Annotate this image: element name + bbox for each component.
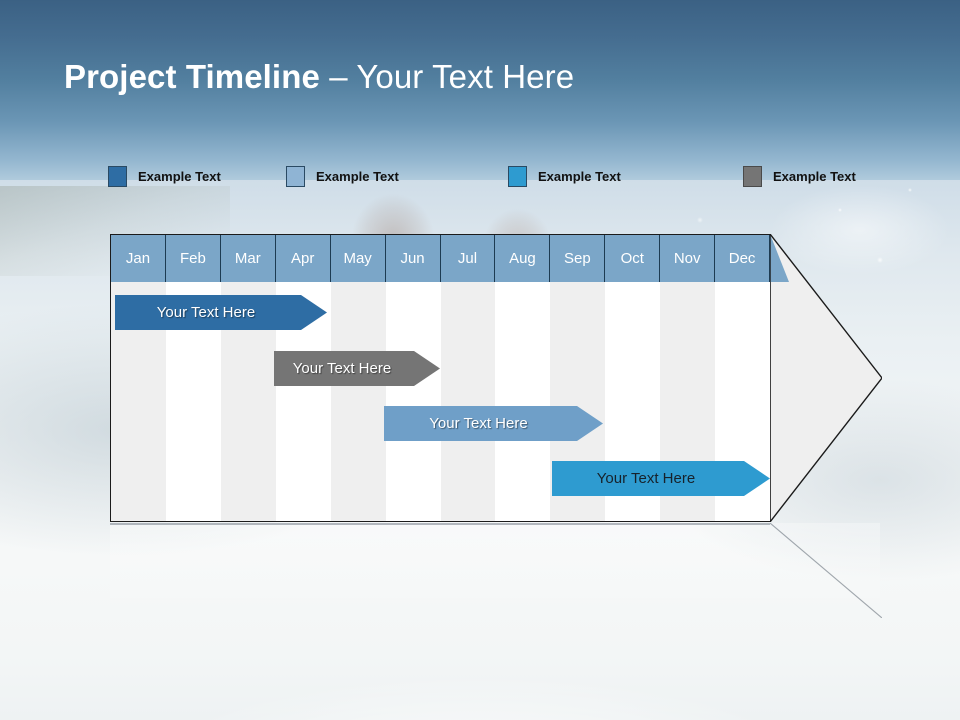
month-cell-apr[interactable]: Apr — [275, 235, 331, 282]
grid-column-aug — [495, 282, 551, 521]
page-title: Project Timeline – Your Text Here — [64, 58, 574, 96]
month-cell-jul[interactable]: Jul — [440, 235, 496, 282]
timeline-bar-label: Your Text Here — [156, 304, 256, 321]
legend-swatch-icon — [508, 166, 527, 187]
legend-label: Example Text — [138, 169, 221, 184]
timeline-bar-4[interactable]: Your Text Here — [552, 461, 770, 496]
grid-column-jun — [385, 282, 441, 521]
legend: Example Text Example Text Example Text E… — [108, 166, 856, 192]
legend-swatch-icon — [743, 166, 762, 187]
month-cell-oct[interactable]: Oct — [605, 235, 661, 282]
month-cell-jan[interactable]: Jan — [110, 235, 166, 282]
legend-item-gray[interactable]: Example Text — [743, 166, 856, 187]
timeline-bar-label: Your Text Here — [596, 470, 696, 487]
month-cell-jun[interactable]: Jun — [385, 235, 441, 282]
timeline-chart: Jan Feb Mar Apr May Jun Jul Aug Sep Oct … — [110, 234, 771, 522]
legend-item-dark-blue[interactable]: Example Text — [108, 166, 221, 187]
timeline-bar-3[interactable]: Your Text Here — [384, 406, 603, 441]
legend-item-bright-blue[interactable]: Example Text — [508, 166, 621, 187]
timeline-bar-label: Your Text Here — [429, 415, 528, 432]
month-cell-feb[interactable]: Feb — [165, 235, 221, 282]
month-cell-aug[interactable]: Aug — [495, 235, 551, 282]
legend-swatch-icon — [286, 166, 305, 187]
legend-label: Example Text — [773, 169, 856, 184]
grid-column-jul — [440, 282, 496, 521]
month-cell-may[interactable]: May — [330, 235, 386, 282]
month-cell-nov[interactable]: Nov — [660, 235, 716, 282]
timeline-bar-1[interactable]: Your Text Here — [115, 295, 327, 330]
legend-swatch-icon — [108, 166, 127, 187]
page-title-strong: Project Timeline — [64, 58, 320, 95]
legend-label: Example Text — [316, 169, 399, 184]
timeline-bar-label: Your Text Here — [292, 360, 392, 377]
timeline-bar-2[interactable]: Your Text Here — [274, 351, 440, 386]
month-cell-sep[interactable]: Sep — [550, 235, 606, 282]
timeline-month-header: Jan Feb Mar Apr May Jun Jul Aug Sep Oct … — [110, 234, 771, 282]
legend-item-light-blue[interactable]: Example Text — [286, 166, 399, 187]
grid-column-may — [330, 282, 386, 521]
legend-label: Example Text — [538, 169, 621, 184]
month-cell-mar[interactable]: Mar — [220, 235, 276, 282]
page-title-light: – Your Text Here — [319, 58, 575, 95]
month-cell-dec[interactable]: Dec — [715, 235, 771, 282]
